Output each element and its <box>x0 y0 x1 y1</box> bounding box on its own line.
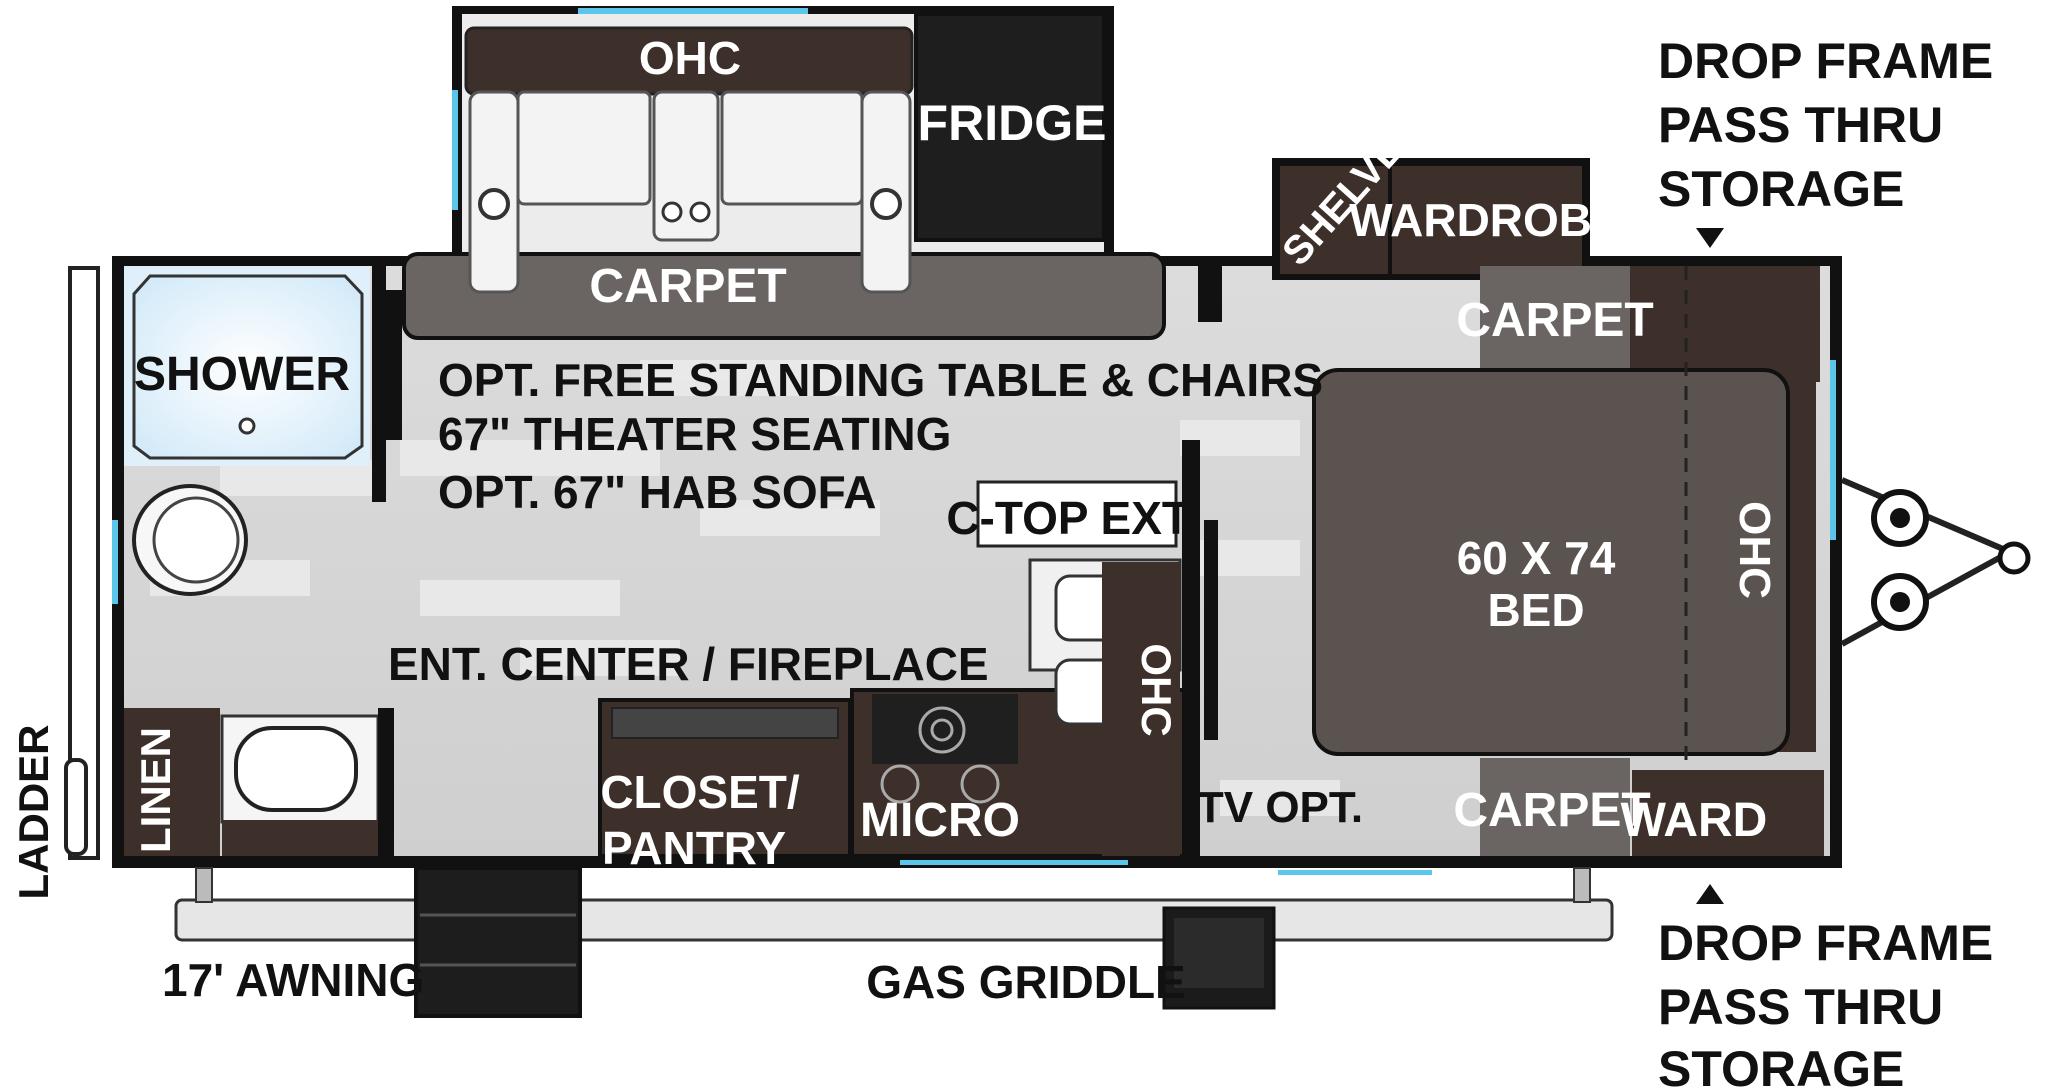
drop-frame-top-line-2: PASS THRU <box>1658 97 1943 153</box>
closet-label-line-2: PANTRY <box>602 822 786 874</box>
drop-frame-top-line-3: STORAGE <box>1658 161 1904 217</box>
gas-griddle <box>1162 906 1276 1010</box>
cupholder-icon <box>870 188 902 220</box>
closet-pantry <box>598 698 852 858</box>
arrow-down-icon <box>1696 228 1724 248</box>
burner-icon <box>918 706 966 754</box>
shower <box>124 266 370 466</box>
bath-sink <box>220 708 394 856</box>
carpet-bed-bottom-label: CARPET <box>1453 784 1650 837</box>
awning-label: 17' AWNING <box>162 954 424 1006</box>
fridge <box>914 12 1106 242</box>
ohc-top-label: OHC <box>639 32 741 84</box>
fridge-label: FRIDGE <box>918 95 1107 151</box>
bed-label-line-2: BED <box>1487 584 1584 636</box>
shower-label: SHOWER <box>134 348 350 401</box>
awning-bar <box>174 867 1614 942</box>
bed <box>1312 368 1790 756</box>
closet-label-line-1: CLOSET/ <box>600 766 800 818</box>
linen-label: LINEN <box>132 727 179 853</box>
seating-line-1: OPT. FREE STANDING TABLE & CHAIRS <box>438 354 1323 406</box>
gas-griddle-label: GAS GRIDDLE <box>866 956 1185 1008</box>
micro-label: MICRO <box>860 794 1020 847</box>
seating-line-3: OPT. 67" HAB SOFA <box>438 466 876 518</box>
drop-frame-bottom-line-3: STORAGE <box>1658 1041 1904 1092</box>
hitch-icon <box>1840 477 2031 647</box>
entry-steps <box>414 866 582 1018</box>
cupholder-icon <box>478 188 510 220</box>
kitchen-counter <box>850 440 1218 865</box>
seating-line-2: 67" THEATER SEATING <box>438 408 951 460</box>
bedroom <box>1312 266 1836 856</box>
wardrobe-label: WARDROBE <box>1349 194 1622 246</box>
cupholder-icon <box>661 201 683 223</box>
burner-icon <box>880 764 920 804</box>
ohc-bed-label: OHC <box>1730 501 1779 599</box>
carpet-slide-label: CARPET <box>589 260 786 313</box>
toilet-icon <box>132 484 248 596</box>
linen-cabinet <box>124 708 220 856</box>
tv-opt-label: TV OPT. <box>1197 783 1363 832</box>
drop-frame-bottom-line-1: DROP FRAME <box>1658 915 1993 971</box>
ctop-ext-label: C-TOP EXT. <box>946 492 1197 544</box>
slide-out-theater <box>402 6 1166 340</box>
ent-center-label: ENT. CENTER / FIREPLACE <box>388 638 989 690</box>
bed-label-line-1: 60 X 74 <box>1457 532 1616 584</box>
ward-label: WARD <box>1621 794 1768 847</box>
ctop-ext-box <box>976 480 1178 548</box>
drain-icon <box>238 417 256 435</box>
wardrobe-slide <box>1272 158 1590 280</box>
cupholder-icon <box>689 201 711 223</box>
arrow-up-icon <box>1696 884 1724 904</box>
slide-carpet <box>402 252 1166 340</box>
drop-frame-top-line-1: DROP FRAME <box>1658 33 1993 89</box>
burner-icon <box>960 764 1000 804</box>
ohc-kitchen-label: OHC <box>1133 643 1180 736</box>
carpet-bed-top-label: CARPET <box>1456 294 1653 347</box>
drop-frame-bottom-line-2: PASS THRU <box>1658 979 1943 1035</box>
ladder-icon <box>64 266 100 860</box>
theater-seat <box>468 90 912 294</box>
ladder-label: LADDER <box>10 725 57 900</box>
